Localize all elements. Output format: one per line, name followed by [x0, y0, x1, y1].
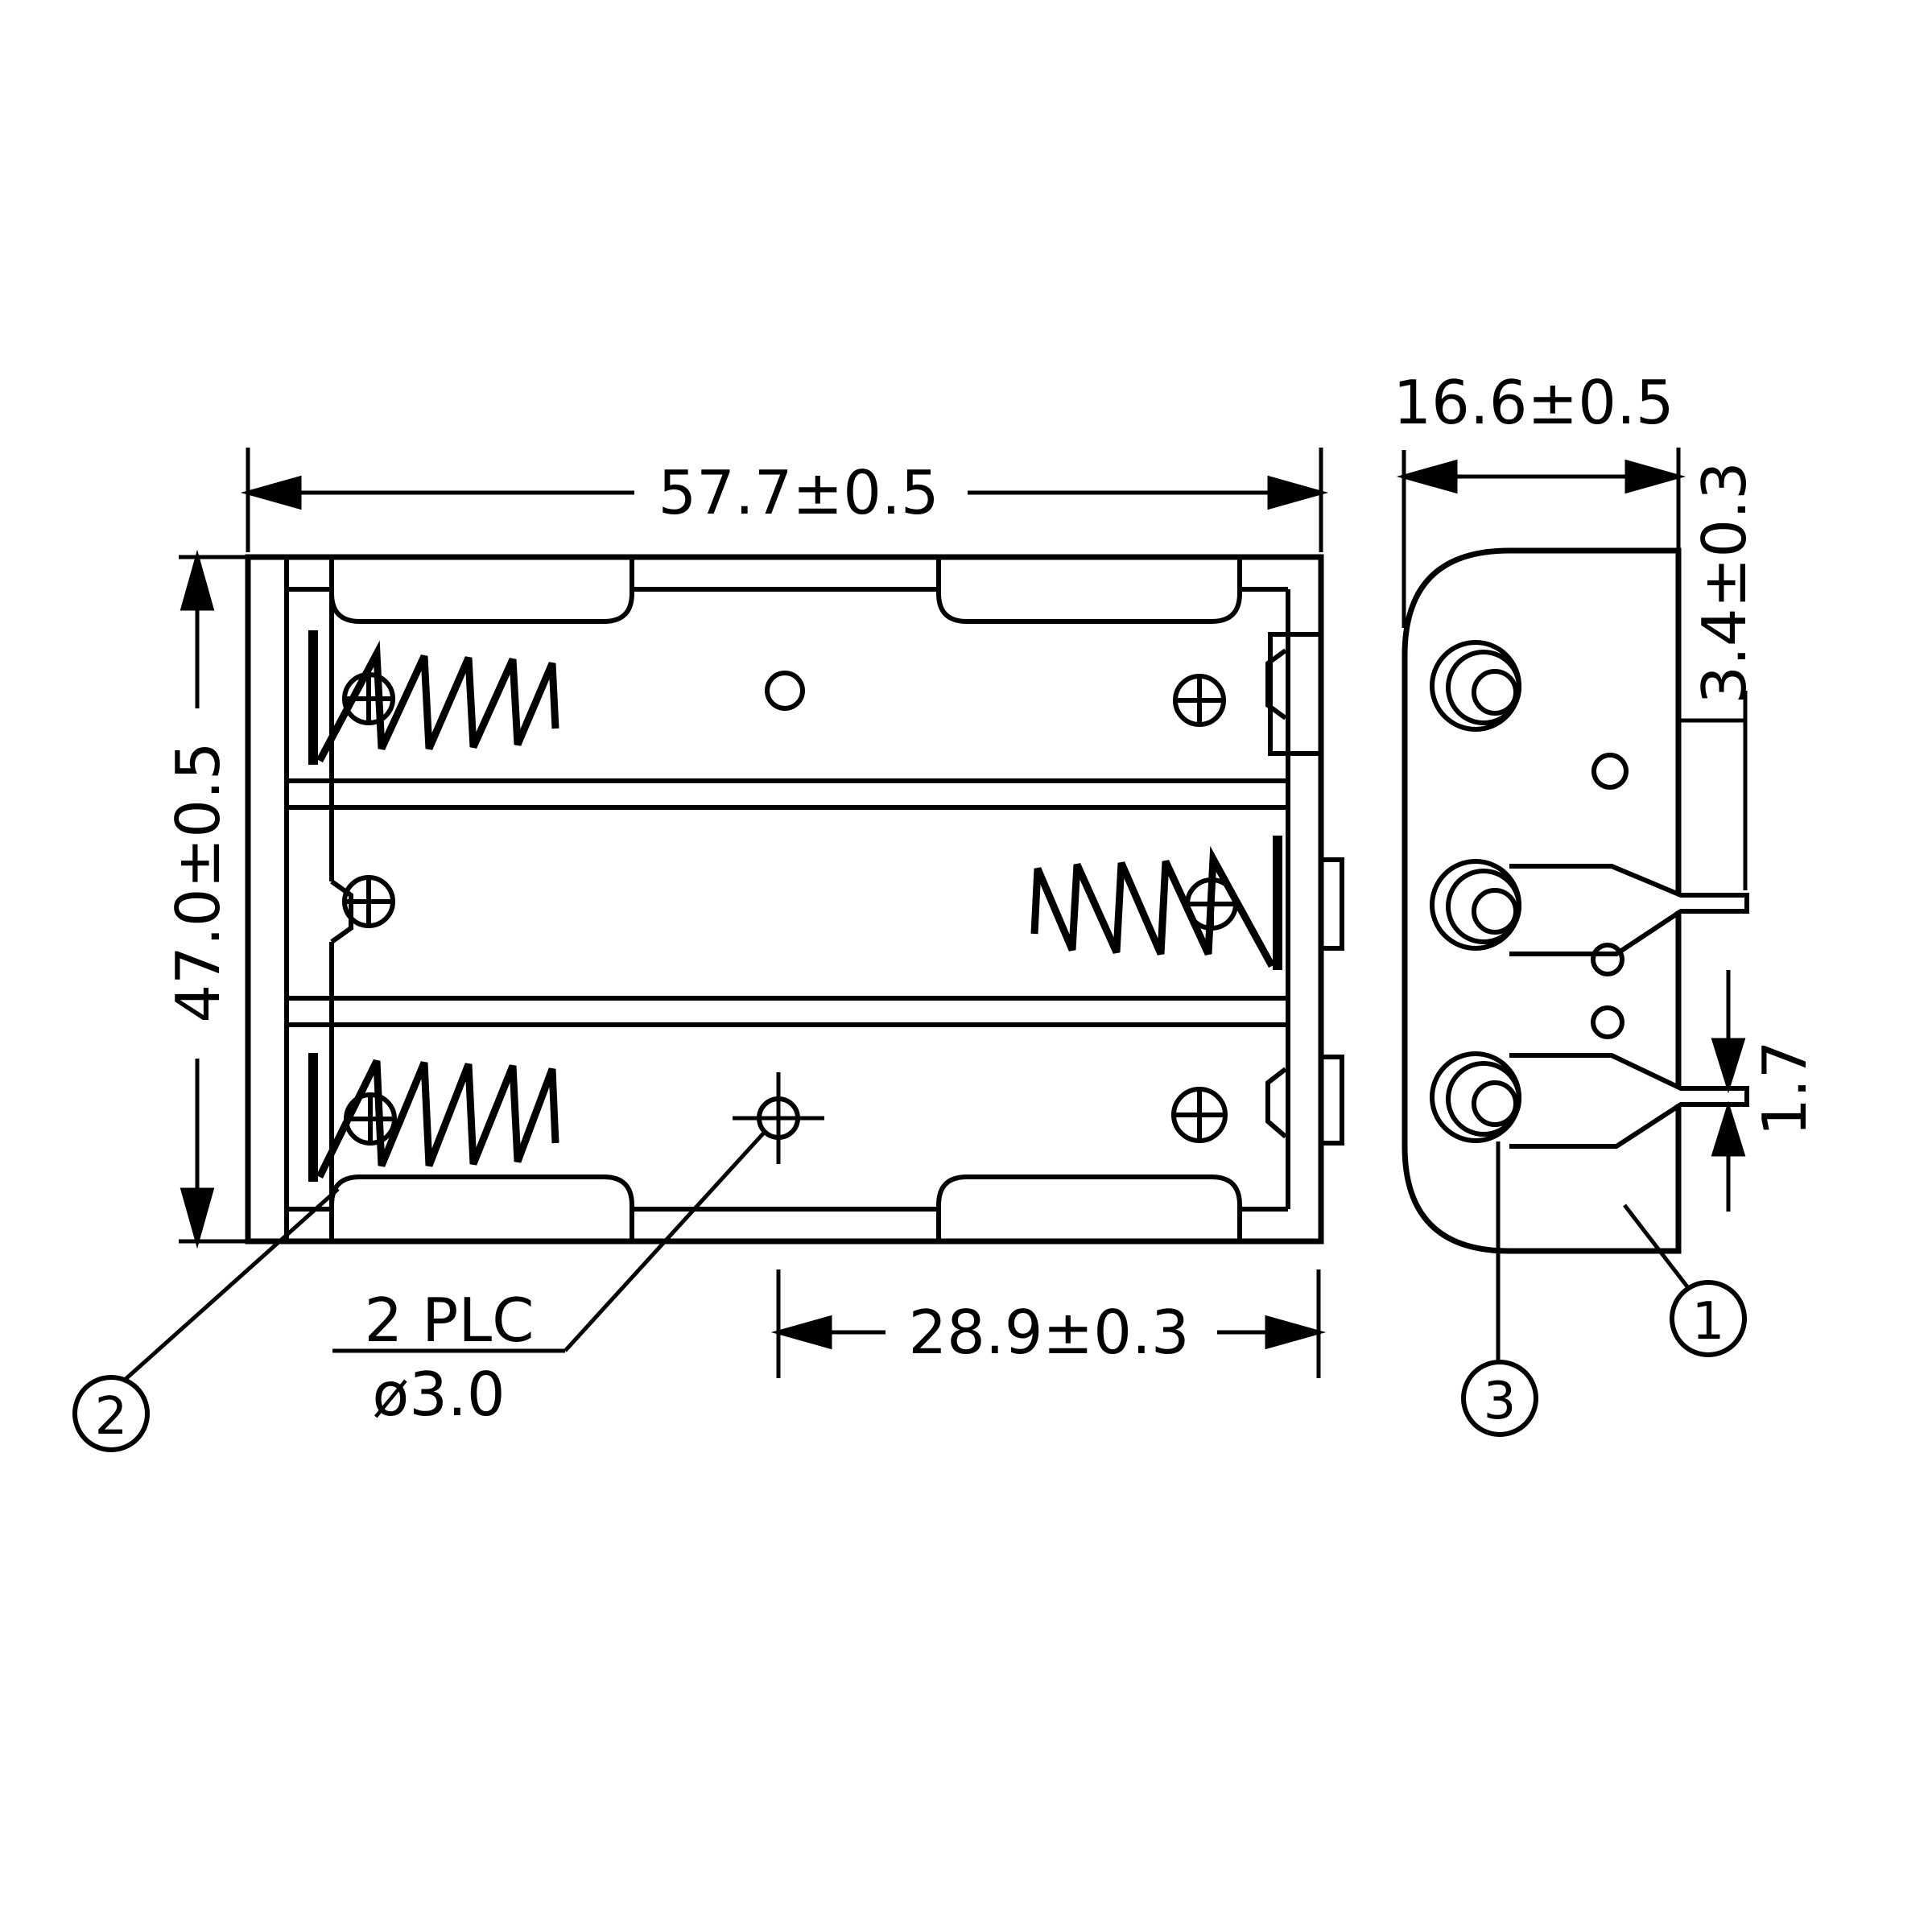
screw-boss-icon — [344, 1092, 397, 1146]
arrowhead-icon — [1624, 459, 1686, 494]
bottom-recess — [936, 1174, 1242, 1239]
rivet-hole — [1591, 1005, 1624, 1039]
arrowhead-icon — [180, 549, 215, 611]
screw-boss-icon — [1171, 1087, 1228, 1143]
screw-boss-icon — [1173, 674, 1226, 727]
callout-2-number: 2 — [95, 1387, 128, 1447]
side-tab — [1319, 1055, 1344, 1146]
side-tab — [1319, 857, 1344, 951]
arrowhead-icon — [1265, 1315, 1327, 1350]
width-dimension-label: 57.7±0.5 — [658, 457, 939, 528]
button-terminal-icon — [1430, 1051, 1521, 1143]
callout-1-number: 1 — [1692, 1292, 1725, 1352]
bottom-recess — [329, 1174, 634, 1239]
arrowhead-icon — [1711, 1038, 1746, 1094]
callout-2-bubble — [72, 1375, 150, 1452]
arrowhead-icon — [240, 475, 302, 510]
front-view — [245, 554, 1344, 1245]
arrowhead-icon — [1396, 459, 1458, 494]
button-terminal-icon — [1430, 640, 1521, 732]
rivet-hole — [1591, 943, 1624, 976]
spring-coil — [316, 1059, 559, 1179]
rivet-hole — [1591, 753, 1629, 790]
arrowhead-icon — [1267, 475, 1329, 510]
terminal-leaf — [330, 879, 353, 944]
pin-protrusion-dimension-label: 3.4±0.3 — [1689, 461, 1760, 704]
mount-hole — [765, 671, 805, 711]
arrowhead-icon — [770, 1315, 832, 1350]
side-case-outline — [1402, 547, 1682, 1254]
side-dimensions — [1396, 448, 1748, 1437]
height-dimension-label: 47.0±0.5 — [163, 741, 233, 1022]
arrowhead-icon — [180, 1187, 215, 1249]
callout-3-number: 3 — [1484, 1372, 1517, 1431]
hole-offset-dimension-label: 28.9±0.3 — [908, 1297, 1189, 1368]
locating-hole-crosshair — [733, 1072, 824, 1164]
spring-coil — [316, 640, 559, 763]
screw-boss-icon — [342, 672, 395, 725]
button-terminal-icon — [1430, 859, 1521, 951]
solder-pin — [1509, 864, 1749, 956]
top-recess — [936, 559, 1242, 624]
terminal-slot — [1268, 632, 1323, 756]
pin-thickness-dimension-label: 1.7 — [1749, 1040, 1820, 1136]
terminal-leaf — [1265, 648, 1287, 720]
arrowhead-icon — [1711, 1100, 1746, 1157]
front-dimensions — [72, 448, 1329, 1452]
side-view — [1402, 547, 1749, 1254]
dimension-labels: 57.7±0.5 47.0±0.5 28.9±0.3 2 PLC ø3.0 16… — [95, 367, 1820, 1447]
callout-1-bubble — [1670, 1280, 1747, 1357]
hole-diameter-note: ø3.0 — [372, 1359, 505, 1430]
top-recess — [329, 559, 634, 624]
hole-places-note: 2 PLC — [365, 1285, 535, 1356]
terminal-leaf — [1265, 1067, 1287, 1139]
screw-boss-icon — [1185, 877, 1238, 931]
depth-dimension-label: 16.6±0.5 — [1393, 367, 1674, 438]
solder-pin — [1509, 1053, 1749, 1149]
